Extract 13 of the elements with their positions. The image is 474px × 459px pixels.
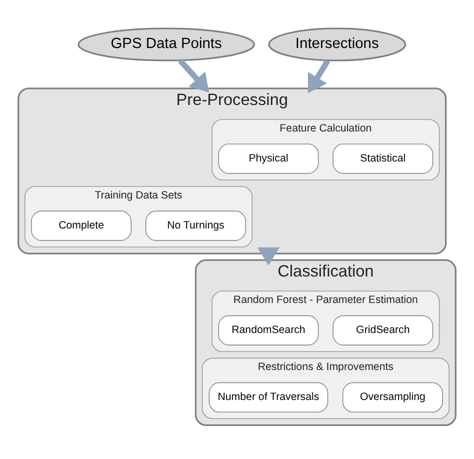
node-ellipse: GPS Data Points bbox=[78, 27, 255, 61]
node-box: RandomSearch bbox=[218, 314, 319, 345]
node-box: Complete bbox=[31, 210, 132, 240]
node-box: No Turnings bbox=[145, 210, 246, 240]
arrow bbox=[257, 246, 280, 266]
arrow bbox=[308, 58, 330, 93]
node-box: Oversampling bbox=[342, 382, 443, 412]
node-ellipse: Intersections bbox=[268, 27, 406, 61]
node-box: Statistical bbox=[332, 143, 434, 174]
node-box: Physical bbox=[218, 143, 319, 174]
node-box: Number of Traversals bbox=[208, 382, 328, 412]
node-box: GridSearch bbox=[332, 314, 434, 345]
arrow bbox=[178, 58, 210, 92]
